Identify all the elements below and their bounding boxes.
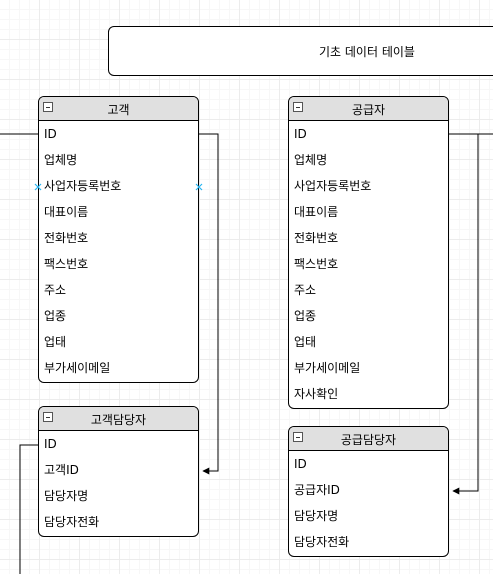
field-supplier-own-check[interactable]: 자사확인 bbox=[294, 387, 339, 401]
entity-supplier[interactable]: 공급자 ID 업체명 사업자등록번호 대표이름 전화번호 팩스번호 주소 업종 … bbox=[288, 96, 449, 409]
diagram-title: 기초 데이터 테이블 bbox=[319, 45, 415, 59]
field-customer-bizno[interactable]: 사업자등록번호 bbox=[44, 179, 122, 193]
field-customer-industry[interactable]: 업종 bbox=[44, 309, 67, 323]
entity-customer[interactable]: 고객 ID 업체명 사업자등록번호 대표이름 전화번호 팩스번호 주소 업종 업… bbox=[38, 96, 199, 383]
field-supplier-contact-supplier-id[interactable]: 공급자ID bbox=[294, 483, 340, 497]
field-customer-fax[interactable]: 팩스번호 bbox=[44, 257, 89, 271]
field-customer-contact-phone[interactable]: 담당자전화 bbox=[44, 515, 100, 529]
field-supplier-bizno[interactable]: 사업자등록번호 bbox=[294, 179, 372, 193]
edge-customer-contact-down[interactable] bbox=[19, 444, 38, 574]
entity-customer-contact-title: 고객담당자 bbox=[90, 413, 147, 427]
field-customer-contact-id[interactable]: ID bbox=[44, 437, 57, 451]
field-supplier-contact-name[interactable]: 담당자명 bbox=[294, 509, 339, 523]
entity-customer-header[interactable]: 고객 bbox=[39, 97, 198, 121]
entity-supplier-contact[interactable]: 공급담당자 ID 공급자ID 담당자명 담당자전화 bbox=[288, 426, 449, 557]
entity-customer-title: 고객 bbox=[107, 103, 130, 117]
field-supplier-business-type[interactable]: 업태 bbox=[294, 335, 317, 349]
field-supplier-industry[interactable]: 업종 bbox=[294, 309, 317, 323]
field-supplier-address[interactable]: 주소 bbox=[294, 283, 317, 297]
field-customer-company[interactable]: 업체명 bbox=[44, 153, 78, 167]
field-supplier-phone[interactable]: 전화번호 bbox=[294, 231, 339, 245]
field-customer-ceo[interactable]: 대표이름 bbox=[44, 205, 89, 219]
collapse-icon[interactable] bbox=[43, 102, 53, 112]
collapse-icon[interactable] bbox=[43, 412, 53, 422]
field-supplier-contact-phone[interactable]: 담당자전화 bbox=[294, 535, 350, 549]
field-customer-business-type[interactable]: 업태 bbox=[44, 335, 67, 349]
edge-supplier-to-contact[interactable] bbox=[449, 133, 479, 495]
field-customer-vat-email[interactable]: 부가세이메일 bbox=[44, 361, 111, 375]
field-supplier-contact-id[interactable]: ID bbox=[294, 457, 307, 471]
entity-supplier-contact-header[interactable]: 공급담당자 bbox=[289, 427, 448, 451]
field-supplier-fax[interactable]: 팩스번호 bbox=[294, 257, 339, 271]
entity-supplier-header[interactable]: 공급자 bbox=[289, 97, 448, 121]
entity-supplier-title: 공급자 bbox=[351, 103, 386, 117]
entity-supplier-contact-title: 공급담당자 bbox=[340, 433, 397, 447]
entity-customer-contact[interactable]: 고객담당자 ID 고객ID 담당자명 담당자전화 bbox=[38, 406, 199, 537]
field-supplier-vat-email[interactable]: 부가세이메일 bbox=[294, 361, 361, 375]
field-supplier-company[interactable]: 업체명 bbox=[294, 153, 328, 167]
entity-customer-contact-header[interactable]: 고객담당자 bbox=[39, 407, 198, 431]
field-customer-phone[interactable]: 전화번호 bbox=[44, 231, 89, 245]
field-customer-contact-name[interactable]: 담당자명 bbox=[44, 489, 89, 503]
selection-handle-right[interactable] bbox=[195, 183, 203, 191]
field-customer-id[interactable]: ID bbox=[44, 127, 57, 141]
collapse-icon[interactable] bbox=[293, 432, 303, 442]
title-box[interactable]: 기초 데이터 테이블 bbox=[108, 26, 493, 76]
edge-customer-to-contact[interactable] bbox=[199, 133, 219, 475]
selection-handle-left[interactable] bbox=[34, 183, 42, 191]
field-supplier-id[interactable]: ID bbox=[294, 127, 307, 141]
collapse-icon[interactable] bbox=[293, 102, 303, 112]
field-supplier-ceo[interactable]: 대표이름 bbox=[294, 205, 339, 219]
field-customer-contact-customer-id[interactable]: 고객ID bbox=[44, 463, 79, 477]
field-customer-address[interactable]: 주소 bbox=[44, 283, 67, 297]
